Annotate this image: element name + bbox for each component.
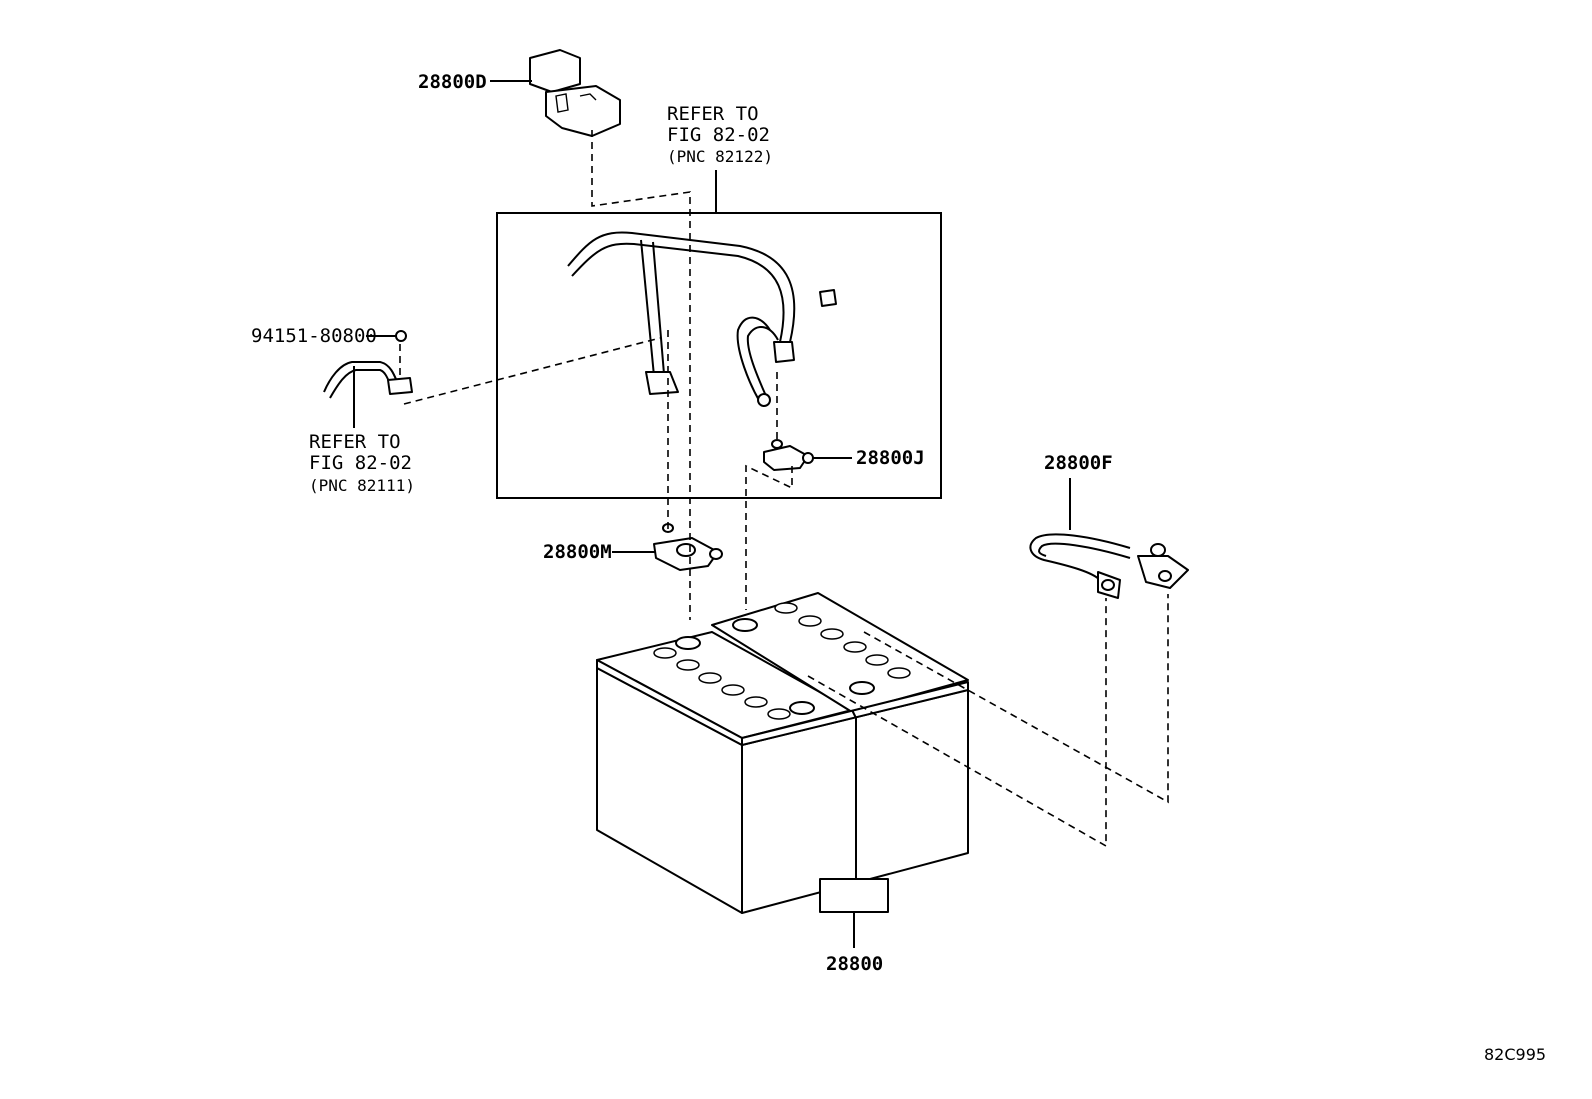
ref-left-line1: REFER TO [309, 431, 401, 453]
ref-top-line2: FIG 82-02 [667, 124, 770, 146]
terminal-clamp-28800J[interactable] [763, 439, 814, 471]
battery-terminal [675, 618, 875, 715]
bolt-94151-80800[interactable] [395, 330, 407, 342]
label-28800D: 28800D [418, 71, 487, 93]
wire-harness[interactable] [567, 231, 837, 407]
ground-cable[interactable] [323, 361, 413, 399]
label-28800: 28800 [826, 953, 883, 975]
cable-28800F[interactable] [1029, 533, 1189, 599]
label-28800J: 28800J [856, 447, 925, 469]
label-28800F: 28800F [1044, 452, 1113, 474]
terminal-cover-28800D[interactable] [529, 49, 621, 137]
terminal-clamp-28800M[interactable] [653, 523, 723, 571]
figure-code: 82C995 [1484, 1045, 1546, 1064]
battery-parts-diagram: 28800D REFER TO FIG 82-02 (PNC 82122) 94… [251, 49, 1546, 1064]
ref-left-line3: (PNC 82111) [309, 476, 415, 495]
ref-top-line3: (PNC 82122) [667, 147, 773, 166]
assembly-lines [399, 130, 1169, 848]
leader-lines [353, 80, 1071, 948]
ref-top-line1: REFER TO [667, 103, 759, 125]
subassembly-frame [496, 212, 942, 499]
battery-28800[interactable] [596, 592, 969, 914]
label-28800M: 28800M [543, 541, 612, 563]
label-94151-80800: 94151-80800 [251, 325, 377, 347]
ref-left-line2: FIG 82-02 [309, 452, 412, 474]
